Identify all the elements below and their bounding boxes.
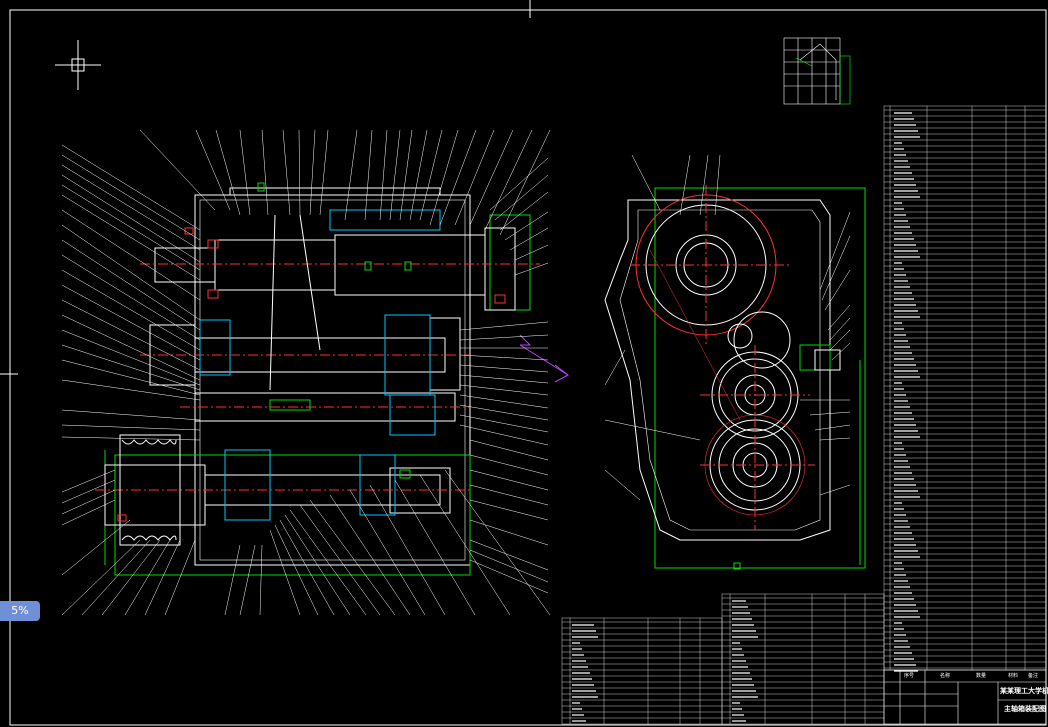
title-block-drawing-name: 主轴箱装配图 <box>1004 705 1046 713</box>
gearbox-section-view <box>95 182 569 576</box>
zoom-indicator[interactable]: 5% <box>0 601 40 621</box>
leader-lines-right <box>459 157 549 594</box>
title-header-qty: 数量 <box>976 673 987 679</box>
title-header-name: 名称 <box>940 673 951 679</box>
title-header-material: 材料 <box>1008 673 1019 679</box>
leader-lines-side <box>604 154 851 501</box>
parts-list-right <box>883 105 1047 672</box>
title-header-note: 备注 <box>1028 673 1039 679</box>
title-block-school: 某某理工大学机械学院 <box>1000 687 1048 695</box>
crosshair-cursor-icon <box>55 40 101 90</box>
title-block <box>883 669 1047 725</box>
parts-list-bottom <box>561 593 885 725</box>
leader-lines-top <box>139 129 551 236</box>
leader-lines-left <box>61 144 551 616</box>
title-header-index: 序号 <box>904 673 915 679</box>
gearbox-side-view <box>604 185 866 570</box>
revision-table <box>783 37 851 105</box>
